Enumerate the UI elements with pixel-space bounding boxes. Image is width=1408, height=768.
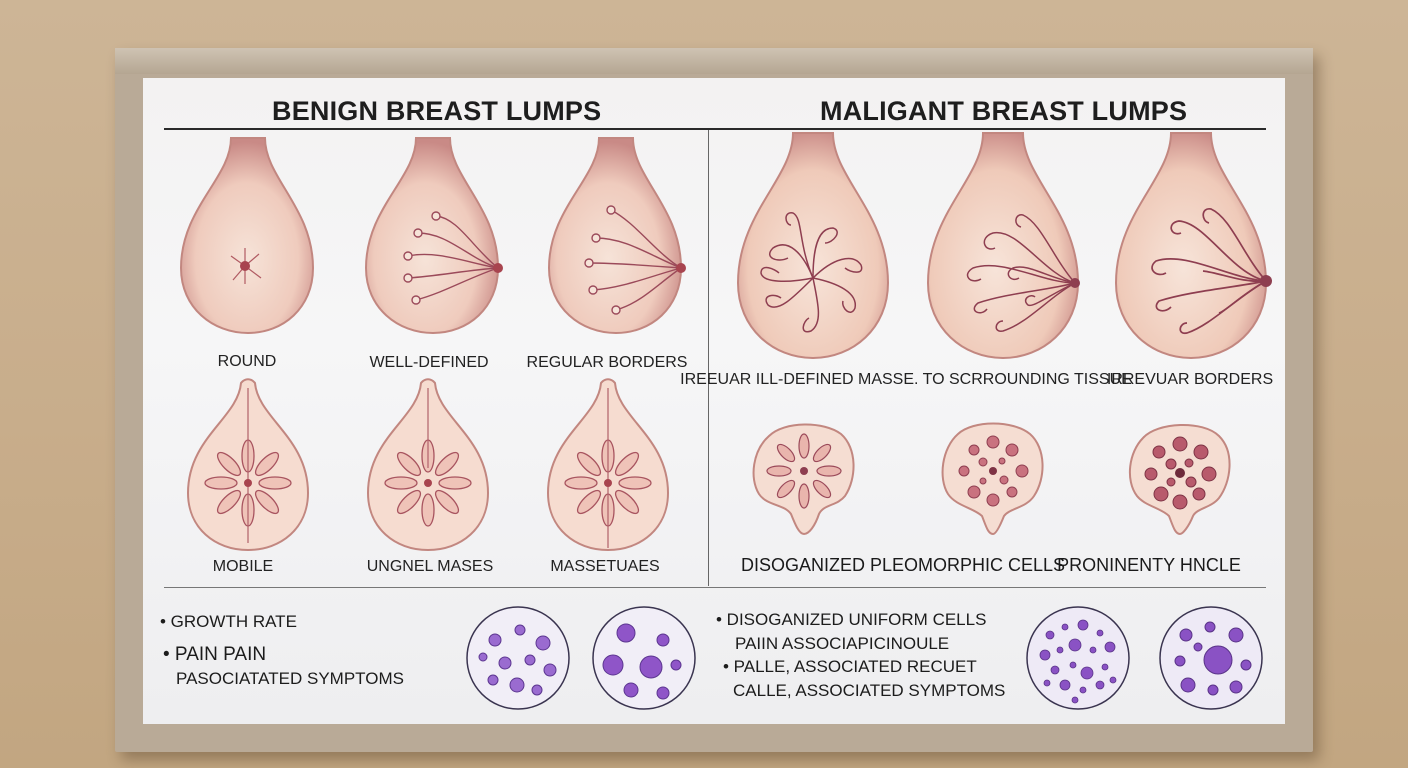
label-mobile: MOBILE xyxy=(212,558,274,575)
label-round: ROUND xyxy=(217,353,277,370)
benign-mass-illustration xyxy=(366,378,490,552)
malignant-micrograph-1 xyxy=(1026,606,1130,710)
benign-round-illustration xyxy=(179,137,315,335)
benign-regular-borders-illustration xyxy=(547,137,686,335)
malignant-heading: MALIGANT BREAST LUMPS xyxy=(820,96,1188,126)
bottom-rule xyxy=(164,587,1266,588)
benign-heading: BENIGN BREAST LUMPS xyxy=(272,96,602,126)
benign-well-defined-illustration xyxy=(364,137,503,335)
malignant-bullet-disorganized: • DISOGANIZED UNIFORM CELLS xyxy=(716,610,987,629)
malignant-bullet-pain: PAIIN ASSOCIAPICINOULE xyxy=(735,634,950,653)
benign-micrograph-2 xyxy=(592,606,696,710)
malignant-ill-defined-illustration xyxy=(736,132,890,360)
malignant-bullet-palle: • PALLE, ASSOCIATED RECUET xyxy=(723,657,977,676)
benign-mobile-illustration xyxy=(186,378,310,552)
label-irregular-borders: IRREVUAR BORDERS xyxy=(1106,371,1274,388)
malignant-micrograph-2 xyxy=(1159,606,1263,710)
malignant-disorganized-cells-illustration xyxy=(752,423,855,536)
lightbox-chart: BENIGN BREAST LUMPS MALIGANT BREAST LUMP… xyxy=(143,78,1285,724)
benign-bullet-growth-rate: • GROWTH RATE xyxy=(160,612,297,631)
label-ill-defined-masses: IREEUAR ILL-DEFINED MASSE. TO SCRROUNDIN… xyxy=(680,371,1132,388)
frame-top-edge xyxy=(115,48,1313,74)
malignant-bullet-symptoms: CALLE, ASSOCIATED SYMPTOMS xyxy=(733,681,1006,700)
malignant-pleomorphic-cells-illustration xyxy=(941,422,1044,536)
header-rule xyxy=(164,128,1266,130)
column-divider xyxy=(708,130,709,586)
label-benign-mass: UNGNEL MASES xyxy=(366,558,494,575)
malignant-surrounding-tissue-illustration xyxy=(926,132,1080,360)
malignant-prominent-nucleoli-illustration xyxy=(1128,424,1231,536)
label-benign-third: MASSETUAES xyxy=(550,558,660,575)
benign-micrograph-1 xyxy=(466,606,570,710)
label-prominent-nucleoli: PRONINENTY HNCLE xyxy=(1057,555,1241,575)
benign-third-mass-illustration xyxy=(546,378,670,552)
label-well-defined: WELL-DEFINED xyxy=(369,354,489,371)
malignant-irregular-borders-illustration xyxy=(1114,132,1272,360)
benign-bullet-pain: • PAIN PAIN xyxy=(163,644,267,665)
label-regular-borders: REGULAR BORDERS xyxy=(526,354,688,371)
label-disorganized-cells: DISOGANIZED PLEOMORPHIC CELLS xyxy=(740,555,1066,575)
benign-bullet-symptoms: PASOCIATATED SYMPTOMS xyxy=(176,669,404,688)
